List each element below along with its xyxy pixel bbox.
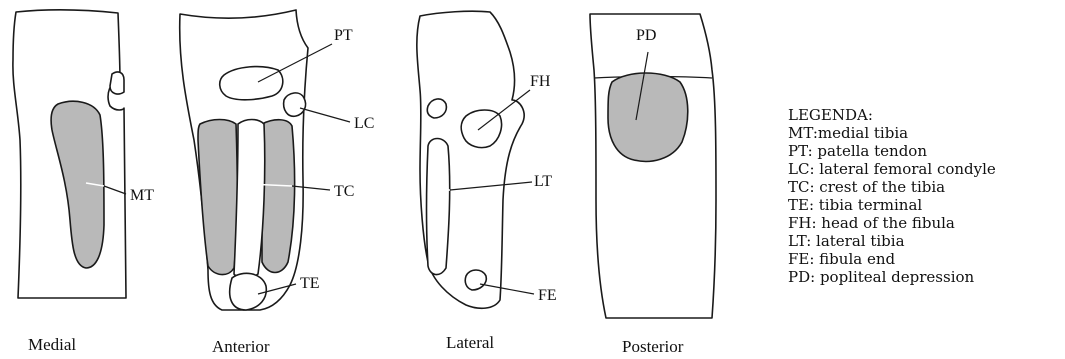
label-fe: FE (538, 287, 557, 304)
label-pt: PT (334, 27, 353, 44)
head-of-fibula-region (461, 110, 501, 148)
legend-item: LC: lateral femoral condyle (788, 160, 996, 178)
lateral-view: FH LT FE Lateral (417, 11, 557, 352)
anterior-left-shaded (198, 120, 237, 275)
legend-item: PD: popliteal depression (788, 268, 996, 286)
leg-diagram: MT Medial PT LC TC TE Anterior FH LT FE (0, 0, 770, 359)
legend-item: TE: tibia terminal (788, 196, 996, 214)
anterior-right-shaded (262, 120, 295, 273)
legend-title: LEGENDA: (788, 106, 996, 124)
label-fh: FH (530, 73, 551, 90)
posterior-leg-outline (590, 14, 716, 318)
label-te: TE (300, 275, 320, 292)
lateral-small-hole (427, 99, 446, 118)
legend-item: FE: fibula end (788, 250, 996, 268)
legend-item: LT: lateral tibia (788, 232, 996, 250)
label-mt: MT (130, 187, 154, 204)
anterior-view: PT LC TC TE Anterior (180, 10, 375, 356)
lateral-tibia-region (427, 139, 450, 275)
legend-item: TC: crest of the tibia (788, 178, 996, 196)
legend-item: PT: patella tendon (788, 142, 996, 160)
view-title-anterior: Anterior (212, 337, 270, 356)
leader-lc (300, 108, 350, 122)
patella-tendon-region (220, 67, 283, 100)
legend-item: FH: head of the fibula (788, 214, 996, 232)
view-title-medial: Medial (28, 335, 76, 354)
label-lt: LT (534, 173, 552, 190)
label-tc: TC (334, 183, 354, 200)
medial-knob (110, 72, 124, 94)
label-lc: LC (354, 115, 374, 132)
popliteal-depression-region (608, 73, 688, 161)
legend-item: MT:medial tibia (788, 124, 996, 142)
lateral-condyle-region (284, 93, 306, 116)
legend: LEGENDA: MT:medial tibia PT: patella ten… (788, 106, 996, 286)
medial-view: MT Medial (13, 10, 154, 354)
posterior-view: PD Posterior (590, 14, 716, 356)
view-title-posterior: Posterior (622, 337, 684, 356)
crest-of-tibia-region (234, 120, 265, 279)
view-title-lateral: Lateral (446, 333, 494, 352)
label-pd: PD (636, 27, 656, 44)
